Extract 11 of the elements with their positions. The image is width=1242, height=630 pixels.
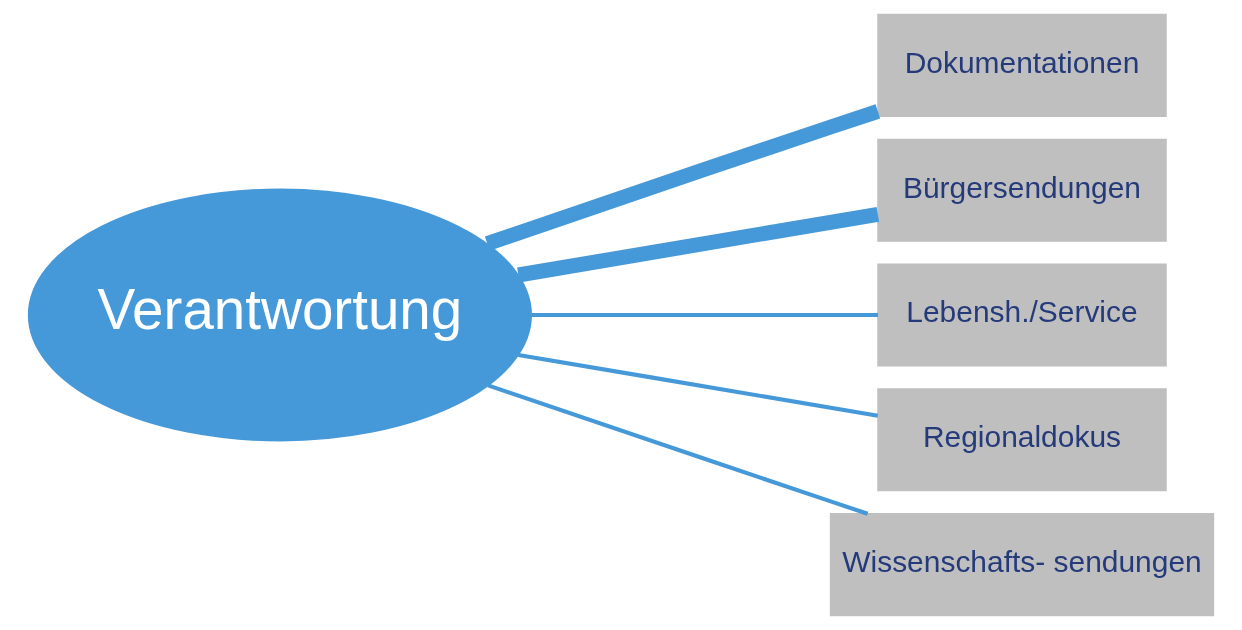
connector (517, 206, 880, 283)
node-ellipse: Verantwortung (27, 188, 532, 442)
node-box: Dokumentationen (877, 13, 1167, 117)
connector (531, 312, 878, 318)
connector (518, 352, 879, 418)
node-box: Bürgersendungen (877, 138, 1167, 242)
node-box: Wissenschafts- sendungen (829, 513, 1215, 617)
connector (487, 383, 869, 516)
node-box: Regionaldokus (877, 388, 1167, 492)
connector (484, 104, 881, 251)
node-box: Lebensh./Service (877, 263, 1167, 367)
